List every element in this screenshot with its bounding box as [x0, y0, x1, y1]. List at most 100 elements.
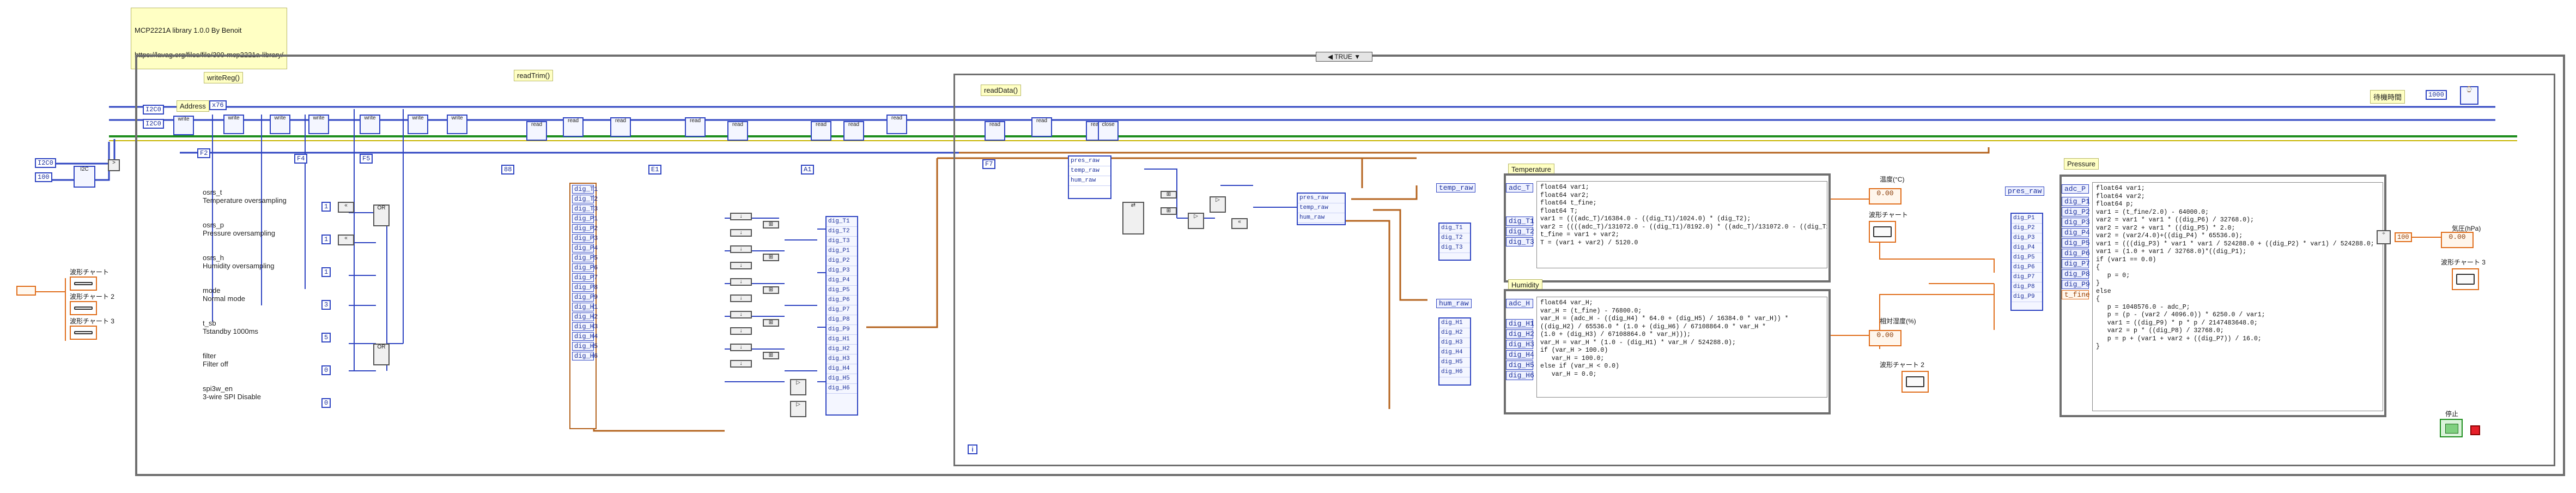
divisor-constant[interactable]: 100	[2395, 232, 2412, 242]
setting-name: osrs_h	[203, 254, 224, 262]
osrs-h-const[interactable]: 1	[321, 267, 331, 277]
mode-const[interactable]: 3	[321, 300, 331, 310]
humidity-value: 0.00	[1876, 331, 1894, 339]
formula-input: dig_T3	[1506, 237, 1534, 246]
raw-bundle: pres_raw temp_raw hum_raw	[1297, 193, 1346, 225]
osrs-t-const[interactable]: 1	[321, 202, 331, 212]
i2c-constant-c[interactable]: I2C0	[35, 158, 56, 168]
register-const-e1[interactable]: E1	[648, 165, 662, 175]
setting-desc: Temperature oversampling	[203, 196, 287, 205]
vi-node-10[interactable]: read	[610, 117, 631, 137]
left-chart-input[interactable]	[16, 286, 36, 296]
humidity-title: Humidity	[1508, 279, 1542, 291]
main-bus-wires	[44, 106, 2517, 181]
wait-time-constant[interactable]: 1000	[2426, 90, 2447, 100]
vi-node-15[interactable]: read	[886, 115, 907, 134]
vi-node-5[interactable]: write	[360, 115, 380, 134]
vi-node-7[interactable]: write	[447, 115, 467, 134]
setting-osrs-h: osrs_h Humidity oversampling	[203, 254, 350, 286]
pressure-chart-icon[interactable]	[2452, 268, 2479, 290]
bundle-item: dig_H3	[827, 354, 857, 364]
setting-name: filter	[203, 352, 216, 360]
bundle-item: dig_P9	[827, 325, 857, 335]
t-sb-const[interactable]: 5	[321, 333, 331, 342]
vi-node-9[interactable]: read	[563, 117, 584, 137]
unbundle-item: dig_H3	[1439, 338, 1470, 348]
wait-node[interactable]: ⌚	[2460, 86, 2478, 105]
formula-input: dig_T2	[1506, 227, 1534, 236]
unbundle-item: dig_P5	[2012, 253, 2042, 263]
left-chart-3[interactable]: 波形チャート 3	[70, 316, 114, 341]
left-chart-1[interactable]: 波形チャート	[70, 267, 114, 292]
vi-node-4[interactable]: write	[308, 115, 329, 134]
vi-node-17[interactable]: read	[1031, 117, 1052, 137]
write-reg-label: writeReg()	[204, 72, 243, 83]
cluster-item: dig_P5	[572, 254, 598, 262]
pressure-formula-node	[2059, 175, 2386, 417]
register-const-a1[interactable]: A1	[801, 165, 815, 175]
spi3w-const[interactable]: 0	[321, 398, 331, 408]
speed-constant[interactable]: 100	[35, 172, 52, 182]
vi-node-3[interactable]: write	[270, 115, 290, 134]
setting-filter: filter Filter off	[203, 352, 350, 384]
waveform-chart-icon[interactable]	[70, 276, 97, 291]
cluster-item: dig_H6	[572, 352, 598, 360]
cluster-item: dig_P8	[572, 283, 598, 292]
register-const-88[interactable]: 88	[501, 165, 515, 175]
vi-node-6[interactable]: write	[408, 115, 428, 134]
vi-node-8[interactable]: read	[526, 121, 547, 141]
waveform-chart-icon[interactable]	[70, 326, 97, 340]
filter-const[interactable]: 0	[321, 365, 331, 375]
i2c-constant-a[interactable]: I2C0	[143, 105, 164, 115]
temperature-formula[interactable]: float64 var1; float64 var2; float64 t_fi…	[1536, 181, 1827, 268]
formula-input: dig_H3	[1506, 340, 1534, 349]
pressure-unbundle: dig_P1 dig_P2 dig_P3 dig_P4 dig_P5 dig_P…	[2010, 213, 2043, 311]
pressure-indicator: 0.00	[2441, 232, 2474, 248]
unbundle-item: dig_H4	[1439, 348, 1470, 358]
vi-node-12[interactable]: read	[727, 121, 748, 141]
setting-desc: Tstandby 1000ms	[203, 327, 258, 335]
humidity-formula-node	[1504, 289, 1831, 414]
vi-node-1[interactable]: write	[173, 116, 194, 135]
humidity-formula[interactable]: float64 var_H; var_H = (t_fine) - 76800.…	[1536, 297, 1827, 398]
raw-bundle-item: pres_raw	[1298, 194, 1345, 203]
i2c-constant-b[interactable]: I2C0	[143, 119, 164, 129]
unbundle-item: dig_P2	[2012, 224, 2042, 233]
temperature-chart-icon[interactable]	[1869, 221, 1896, 243]
stop-button[interactable]	[2440, 419, 2463, 437]
setting-osrs-t: osrs_t Temperature oversampling	[203, 188, 350, 221]
info-icon[interactable]: i	[968, 444, 977, 454]
setting-name: spi3w_en	[203, 384, 233, 393]
osrs-p-const[interactable]: 1	[321, 235, 331, 244]
unbundle-item: dig_H5	[1439, 358, 1470, 368]
case-selector[interactable]: ◀ TRUE ▼	[1316, 52, 1372, 62]
setting-name: t_sb	[203, 319, 216, 327]
or-node-2: OR	[373, 344, 390, 365]
setting-desc: Normal mode	[203, 294, 246, 303]
vi-node-2[interactable]: write	[223, 115, 244, 134]
setting-desc: Pressure oversampling	[203, 229, 275, 237]
vi-node-11[interactable]: read	[685, 117, 706, 137]
wait-time-label: 待機時間	[2370, 90, 2405, 104]
register-const-f2[interactable]: F2	[197, 148, 211, 158]
setting-name: osrs_t	[203, 188, 222, 196]
vi-node-14[interactable]: read	[843, 121, 864, 141]
vi-node-19[interactable]: close	[1098, 121, 1119, 141]
join-nodes: ↓ ↓ ↓ ↓ ↓ ↓ ↓ ↓ ↓ ↓ ⊞ ⊞ ⊞ ⊞ ⊞ ▷ ▷	[730, 213, 839, 436]
register-const-f7[interactable]: F7	[982, 159, 996, 169]
vi-node-16[interactable]: read	[985, 121, 1005, 141]
humidity-chart-icon[interactable]	[1901, 371, 1929, 393]
register-const-f5[interactable]: F5	[360, 154, 373, 164]
init-vi-node[interactable]: I2C	[74, 166, 95, 188]
pressure-formula[interactable]: float64 var1; float64 var2; float64 p; v…	[2092, 182, 2383, 411]
temperature-value: 0.00	[1876, 189, 1894, 197]
temperature-indicator: 0.00	[1869, 188, 1901, 205]
unbundle-item: dig_T1	[1439, 224, 1470, 233]
waveform-chart-icon[interactable]	[70, 301, 97, 315]
read-data-frame	[953, 74, 2555, 466]
humidity-inputs: adc_H dig_H1 dig_H2 dig_H3 dig_H4 dig_H5…	[1506, 299, 1534, 380]
register-const-f4[interactable]: F4	[294, 154, 308, 164]
address-constant[interactable]: x76	[209, 100, 227, 110]
left-chart-2[interactable]: 波形チャート 2	[70, 292, 114, 316]
vi-node-13[interactable]: read	[811, 121, 831, 141]
